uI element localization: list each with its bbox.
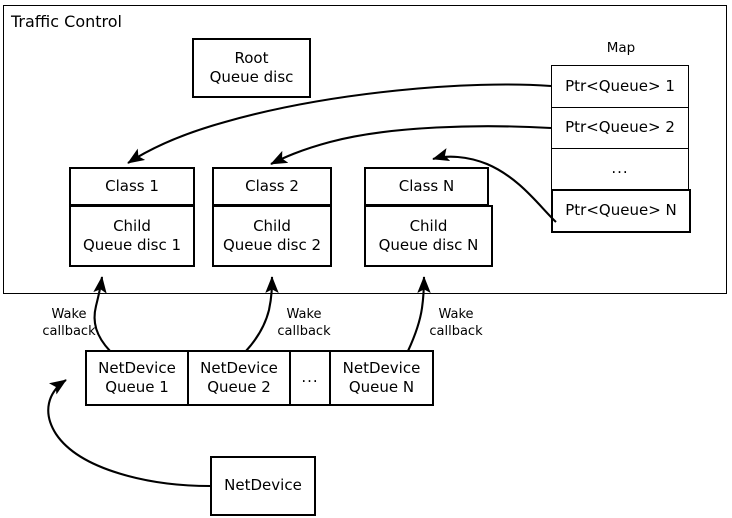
netdevice-queue-1: NetDevice Queue 1 [85, 350, 189, 406]
map-row-ptr-queue-1: Ptr<Queue> 1 [551, 65, 689, 108]
netdevice-box: NetDevice [210, 456, 316, 516]
traffic-control-label: Traffic Control [11, 12, 122, 31]
wake-callback-label-3: Wake callback [429, 307, 483, 339]
netdevice-queue-n: NetDevice Queue N [329, 350, 434, 406]
class-n-child-qdisc: Child Queue disc N [364, 205, 493, 267]
root-queue-disc-box: Root Queue disc [192, 38, 311, 98]
map-row-ptr-queue-2: Ptr<Queue> 2 [551, 107, 689, 149]
map-row-ptr-queue-n: Ptr<Queue> N [551, 189, 691, 233]
class-2-child-qdisc: Child Queue disc 2 [212, 205, 332, 267]
map-row-ellipsis: ... [551, 148, 689, 190]
wake-callback-label-2: Wake callback [277, 307, 331, 339]
netdevice-queue-2: NetDevice Queue 2 [187, 350, 291, 406]
class-1-child-qdisc: Child Queue disc 1 [69, 205, 195, 267]
map-title: Map [606, 40, 636, 56]
class-n-header: Class N [364, 167, 489, 206]
wake-callback-label-1: Wake callback [42, 307, 96, 339]
netdevice-queue-ellipsis: ... [289, 350, 331, 406]
class-2-header: Class 2 [212, 167, 332, 206]
class-1-header: Class 1 [69, 167, 195, 206]
